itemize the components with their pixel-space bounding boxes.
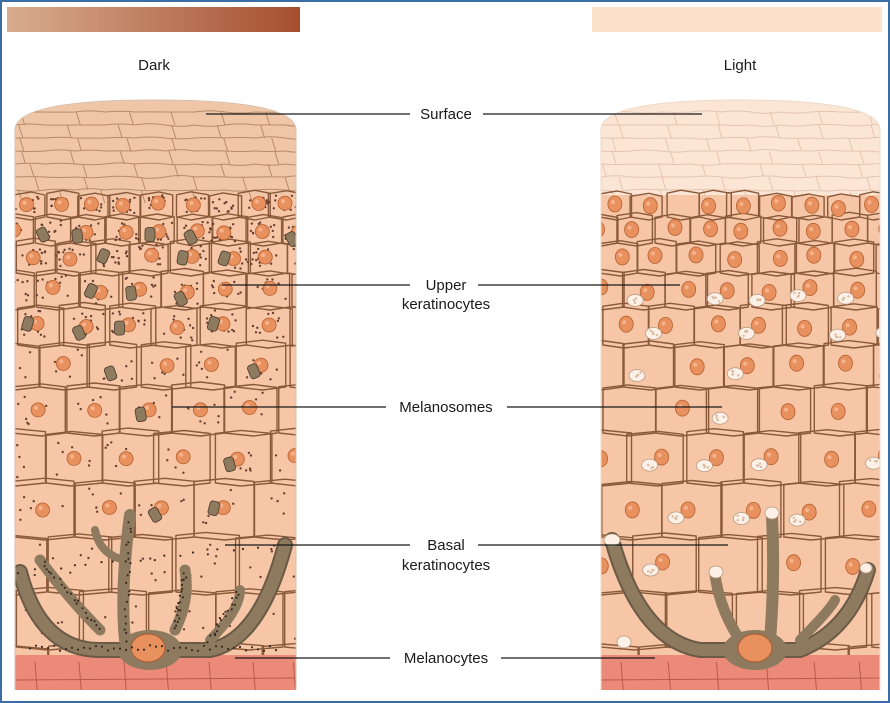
light-melanocyte — [603, 506, 876, 670]
light-skin-column — [601, 100, 880, 690]
dark-nuclei — [15, 195, 296, 518]
light-melanosome-clusters — [626, 289, 880, 577]
leader-lines — [172, 113, 728, 659]
basal-label-line2: keratinocytes — [402, 557, 490, 574]
light-swatch — [592, 7, 882, 32]
dark-melanocyte — [15, 509, 293, 670]
light-title: Light — [724, 57, 757, 74]
dark-surface-layer — [15, 100, 296, 195]
surface-label: Surface — [420, 106, 472, 123]
dark-title: Dark — [138, 57, 170, 74]
upper-label-line2: keratinocytes — [402, 296, 490, 313]
dark-melanosome-clusters — [21, 226, 296, 523]
dark-skin-column — [15, 100, 296, 690]
melanosomes-label: Melanosomes — [399, 399, 492, 416]
upper-label-line1: Upper — [426, 277, 467, 294]
dark-swatch — [7, 7, 300, 32]
light-nuclei — [601, 194, 880, 575]
light-surface-layer — [601, 100, 880, 195]
basal-label-line1: Basal — [427, 537, 465, 554]
melanocytes-label: Melanocytes — [404, 650, 488, 667]
